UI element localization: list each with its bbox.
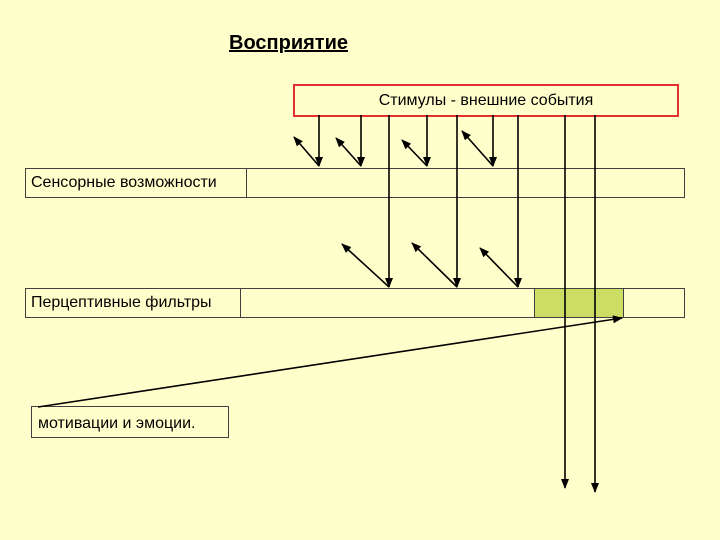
arrow-reflect-7	[479, 247, 519, 288]
perceptual-label-box: Перцептивные фильтры	[25, 288, 241, 318]
arrow-reflect-5	[341, 243, 390, 288]
diagram-title: Восприятие	[229, 32, 348, 54]
arrow-reflect-4	[461, 130, 494, 167]
arrow-reflect-6	[411, 242, 458, 288]
arrow-motivation	[37, 315, 623, 408]
arrow-reflect-1	[293, 136, 320, 167]
sensory-bar	[246, 168, 685, 198]
arrow-reflect-3	[401, 139, 428, 167]
filter-highlight	[534, 288, 624, 318]
motivation-label-box: мотивации и эмоции.	[31, 406, 229, 438]
arrow-reflect-2	[335, 137, 362, 167]
stimuli-box: Стимулы - внешние события	[293, 84, 679, 117]
